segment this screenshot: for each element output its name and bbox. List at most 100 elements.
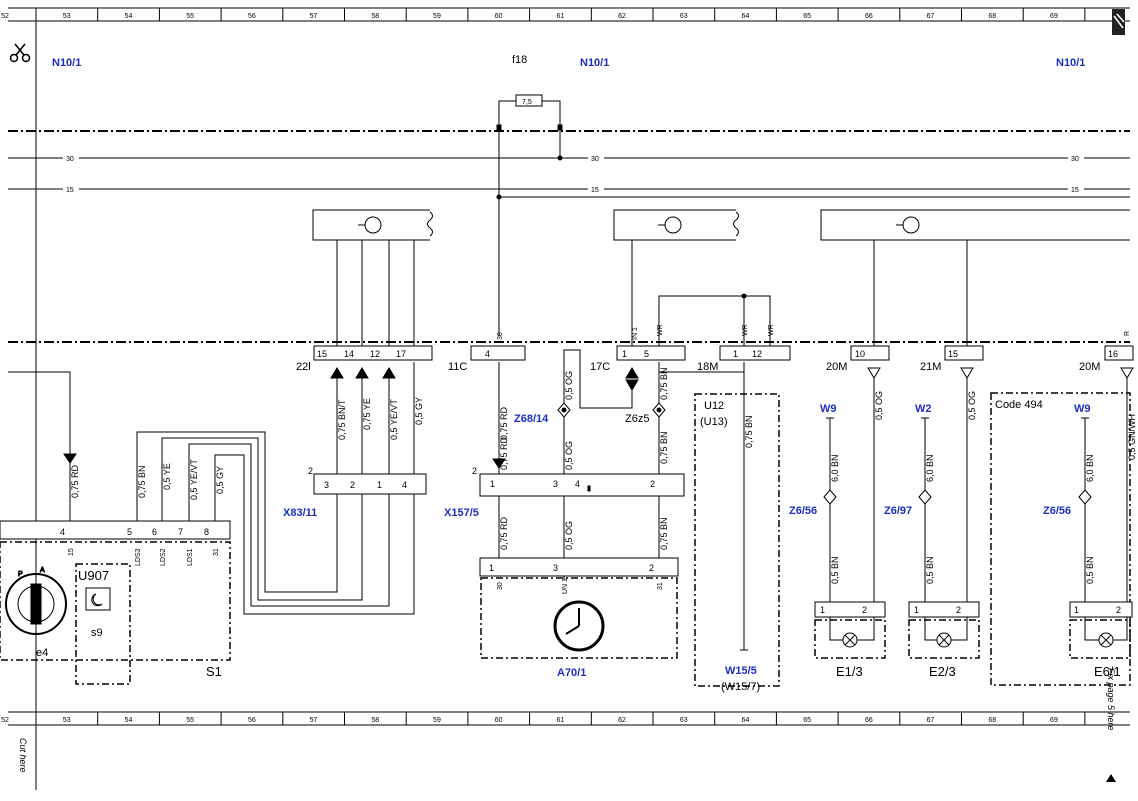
pin-16: 16: [1108, 349, 1118, 359]
conn-17c: 17C: [590, 361, 610, 373]
grid-number: 68: [988, 13, 996, 20]
rail-15-label-b: 15: [591, 187, 599, 194]
grid-number: 64: [742, 13, 750, 20]
z6z5-label: Z6z5: [625, 413, 649, 425]
z68-label: Z68/14: [514, 413, 549, 425]
grid-number: 59: [433, 13, 441, 20]
pin-1: 1: [622, 349, 627, 359]
wire-label: 0,75 BN: [137, 465, 147, 498]
connector-arrows: [330, 367, 1134, 391]
left-wiring: [8, 362, 415, 615]
conn-18m: 18M: [697, 361, 718, 373]
rail-15-label-a: 15: [66, 187, 74, 194]
x157-label: X157/5: [444, 507, 479, 519]
a70-pin-2: 2: [649, 563, 654, 573]
grid-number: 65: [803, 717, 811, 724]
grid-number: 67: [927, 13, 935, 20]
scissors-icon: [9, 43, 31, 63]
grid-number: 57: [310, 717, 318, 724]
fuse-id: f18: [512, 54, 527, 66]
wire-label: 0,5 YE/VT: [189, 459, 199, 500]
grid-number: 56: [248, 13, 256, 20]
grid-number: 55: [186, 717, 194, 724]
w2-label: W2: [915, 403, 932, 415]
s9-label: s9: [91, 627, 103, 639]
lamp-connectors: [814, 601, 1133, 618]
x83-pin-1: 1: [377, 480, 382, 490]
pin-17: 17: [396, 349, 406, 359]
conn-20m-a: 20M: [826, 361, 847, 373]
grid-number: 69: [1050, 717, 1058, 724]
a70-label-31: 31: [657, 582, 664, 590]
pin-name-30: 30: [497, 332, 504, 340]
svg-text:P: P: [18, 571, 23, 578]
grid-number: 57: [310, 13, 318, 20]
pin-name-wr2: WR: [742, 324, 749, 336]
wire-label: 0,5 OG: [874, 391, 884, 420]
grid-number: 66: [865, 717, 873, 724]
pin-name-wr3: WR: [768, 324, 775, 336]
driver-box-center: [613, 209, 739, 241]
s1-label-15: 15: [68, 548, 75, 556]
conn-22l: 22l: [296, 361, 311, 373]
page-corner-icon: [1112, 9, 1125, 35]
wire-label: 6,0 BN: [925, 454, 935, 482]
cut-here-text: Cut here: [18, 738, 28, 773]
fix-arrow-icon: [1106, 774, 1116, 782]
driver-box-left: [312, 209, 433, 241]
e13-pin-1: 1: [820, 605, 825, 615]
w157-label: (W15/7): [721, 681, 760, 693]
wire-label: 6,0 BN: [830, 454, 840, 482]
wire-label: 0,75 BN: [659, 431, 669, 464]
interior-light-icon: [85, 587, 111, 611]
bottom-grid-ruler: [8, 711, 1130, 726]
fuse-f18: [496, 94, 563, 336]
connector-strip: [313, 345, 1134, 361]
a70-box: [480, 577, 678, 659]
rail-30-label-c: 30: [1071, 156, 1079, 163]
rail-15: [8, 185, 1130, 193]
wire-label: 0,5 BN: [1085, 556, 1095, 584]
grid-number: 61: [556, 13, 564, 20]
wire-label: 0,5 OG: [564, 371, 574, 400]
z656a-label: Z6/56: [789, 505, 817, 517]
rail-30-label-a: 30: [66, 156, 74, 163]
lamp-boxes: [814, 619, 1131, 659]
e6-label: E6/1: [1094, 664, 1121, 679]
e6-pin-1: 1: [1074, 605, 1079, 615]
wire-label: 0,5 GY: [215, 466, 225, 494]
grid-number: 61: [556, 717, 564, 724]
e4-label: e4: [36, 647, 48, 659]
u907-box: [75, 563, 131, 685]
code494-box: [990, 392, 1131, 686]
wire-label: 0,75 RD: [499, 406, 509, 440]
s1-pin-7: 7: [178, 527, 183, 537]
s1-label-lds1: LDS1: [187, 548, 194, 566]
u13-label: (U13): [700, 416, 728, 428]
grid-number: 68: [988, 717, 996, 724]
grid-number: 55: [186, 13, 194, 20]
pin-name-in1: IN 1: [632, 327, 639, 340]
fix-page-text: Fix page 5 here: [1106, 668, 1116, 731]
e23-pin-2: 2: [956, 605, 961, 615]
e23-label: E2/3: [929, 664, 956, 679]
light-switch-knob-icon: P A: [5, 567, 67, 635]
wire-label: 0,75 BN: [659, 517, 669, 550]
u12-label: U12: [704, 400, 724, 412]
pin-15b: 15: [948, 349, 958, 359]
x157-connector: [479, 473, 685, 497]
wire-label: 0,75 RD: [70, 464, 80, 498]
e13-label: E1/3: [836, 664, 863, 679]
module-label-center: N10/1: [580, 57, 609, 69]
x83-pin-3: 3: [324, 480, 329, 490]
grid-number: 62: [618, 13, 626, 20]
pin-name-wr1: WR: [657, 324, 664, 336]
rail-15-label-c: 15: [1071, 187, 1079, 194]
grid-number: 62: [618, 717, 626, 724]
pin-14: 14: [344, 349, 354, 359]
module-label-left: N10/1: [52, 57, 81, 69]
pin-12b: 12: [752, 349, 762, 359]
wire-label: 6,0 BN: [1085, 454, 1095, 482]
wire-label: 0,5 YE: [162, 463, 172, 490]
